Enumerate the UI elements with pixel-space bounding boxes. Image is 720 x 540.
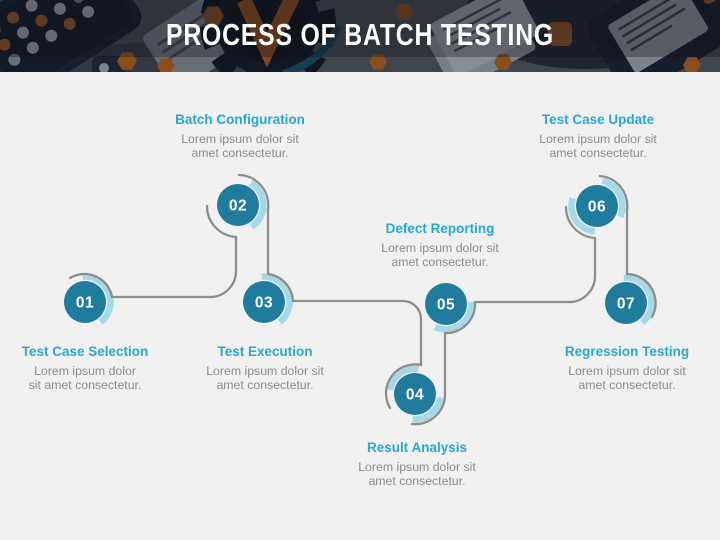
pages-illustration (427, 0, 539, 72)
step-3-title: Test Execution (217, 344, 313, 359)
step-1-title: Test Case Selection (21, 344, 149, 359)
badge-icon (548, 22, 572, 46)
banner-overlay (0, 0, 720, 57)
step-5-body: amet consectetur. (391, 255, 489, 269)
step-7-title: Regression Testing (564, 344, 690, 359)
hexagon-badge-icon (494, 54, 512, 70)
hexagon-badge-icon (157, 58, 175, 72)
hexagon-badge-icon (369, 54, 387, 70)
step-4-title: Result Analysis (366, 440, 468, 455)
step-2-title: Batch Configuration (175, 112, 305, 127)
step-4-label: Result Analysis Lorem ipsum dolor sit am… (332, 440, 502, 488)
step-5-title: Defect Reporting (385, 221, 495, 236)
step-7-body: Lorem ipsum dolor sit (568, 364, 686, 378)
app-tile-glyph (99, 63, 109, 72)
step-7-label: Regression Testing Lorem ipsum dolor sit… (542, 344, 712, 392)
step-6-body: Lorem ipsum dolor sit (539, 132, 657, 146)
step-1-label: Test Case Selection Lorem ipsum dolor si… (0, 344, 170, 392)
swoosh-accent (282, 24, 342, 72)
banner: PROCESS OF BATCH TESTING (0, 0, 720, 72)
step-4-body: Lorem ipsum dolor sit (358, 460, 476, 474)
hexagon-badge-icon (202, 6, 224, 26)
step-4-body: amet consectetur. (368, 474, 466, 488)
hexagon-badge-icon (117, 52, 137, 70)
step-2-body: Lorem ipsum dolor sit (181, 132, 299, 146)
banner-overlay (0, 0, 720, 72)
hexagon-badge-icon (683, 57, 701, 72)
step-2-body: amet consectetur. (191, 146, 289, 160)
step-5-label: Defect Reporting Lorem ipsum dolor sit a… (355, 221, 525, 269)
step-2-label: Batch Configuration Lorem ipsum dolor si… (155, 112, 325, 160)
keypad-illustration (0, 0, 142, 72)
step-5-body: Lorem ipsum dolor sit (381, 241, 499, 255)
step-6-label: Test Case Update Lorem ipsum dolor sit a… (513, 112, 683, 160)
step-6-body: amet consectetur. (549, 146, 647, 160)
check-icon (237, 0, 300, 68)
tablet-illustration (587, 0, 720, 72)
step-3-label: Test Execution Lorem ipsum dolor sit ame… (180, 344, 350, 392)
banner-illustration (0, 0, 720, 72)
step-3-body: amet consectetur. (216, 378, 314, 392)
step-3-body: Lorem ipsum dolor sit (206, 364, 324, 378)
hexagon-badge-icon (395, 4, 413, 20)
step-1-body: sit amet consectetur. (28, 378, 142, 392)
step-6-title: Test Case Update (541, 112, 655, 127)
step-1-body: Lorem ipsum dolor (34, 364, 136, 378)
page-title: PROCESS OF BATCH TESTING (165, 17, 555, 52)
step-7-body: amet consectetur. (578, 378, 676, 392)
